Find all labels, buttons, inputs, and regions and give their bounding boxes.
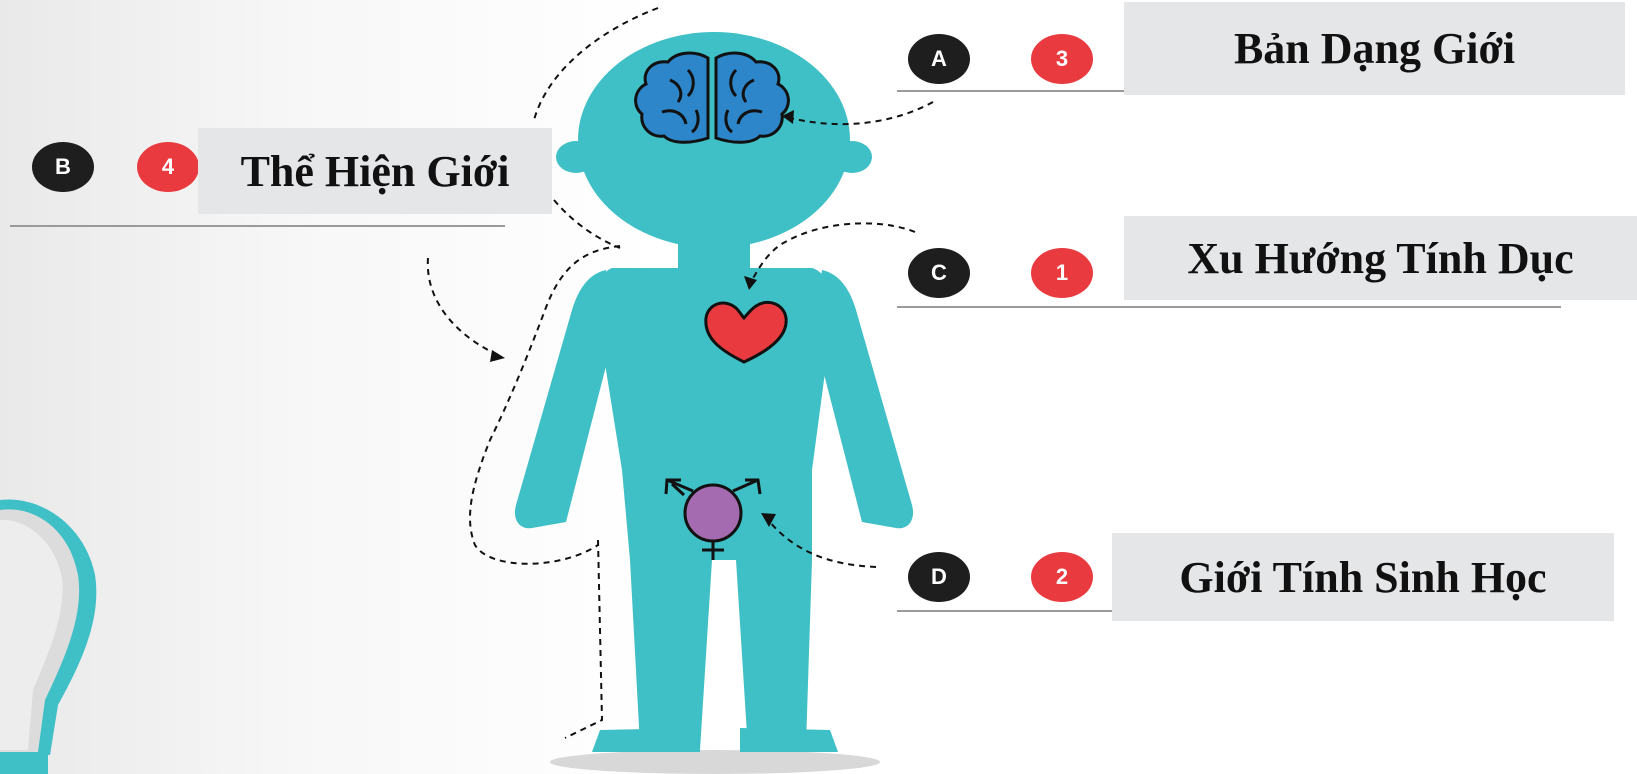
callout-b-letter-badge: B bbox=[32, 142, 94, 192]
callout-a-letter-badge: A bbox=[908, 34, 970, 84]
callout-c-rule bbox=[897, 306, 1561, 308]
lightbulb-icon bbox=[0, 499, 96, 774]
callout-a-label: Bản Dạng Giới bbox=[1124, 2, 1625, 95]
callout-b-number-badge: 4 bbox=[137, 142, 199, 192]
callout-c-label: Xu Hướng Tính Dục bbox=[1124, 216, 1637, 300]
callout-c-letter-badge: C bbox=[908, 248, 970, 298]
callout-b-label: Thể Hiện Giới bbox=[198, 128, 552, 214]
callout-c-number-badge: 1 bbox=[1031, 248, 1093, 298]
human-figure bbox=[515, 32, 913, 752]
callout-d-label: Giới Tính Sinh Học bbox=[1112, 533, 1614, 621]
callout-a-number-badge: 3 bbox=[1031, 34, 1093, 84]
figure-shadow bbox=[550, 750, 880, 774]
callout-b-rule bbox=[10, 225, 505, 227]
callout-d-letter-badge: D bbox=[908, 552, 970, 602]
callout-d-number-badge: 2 bbox=[1031, 552, 1093, 602]
